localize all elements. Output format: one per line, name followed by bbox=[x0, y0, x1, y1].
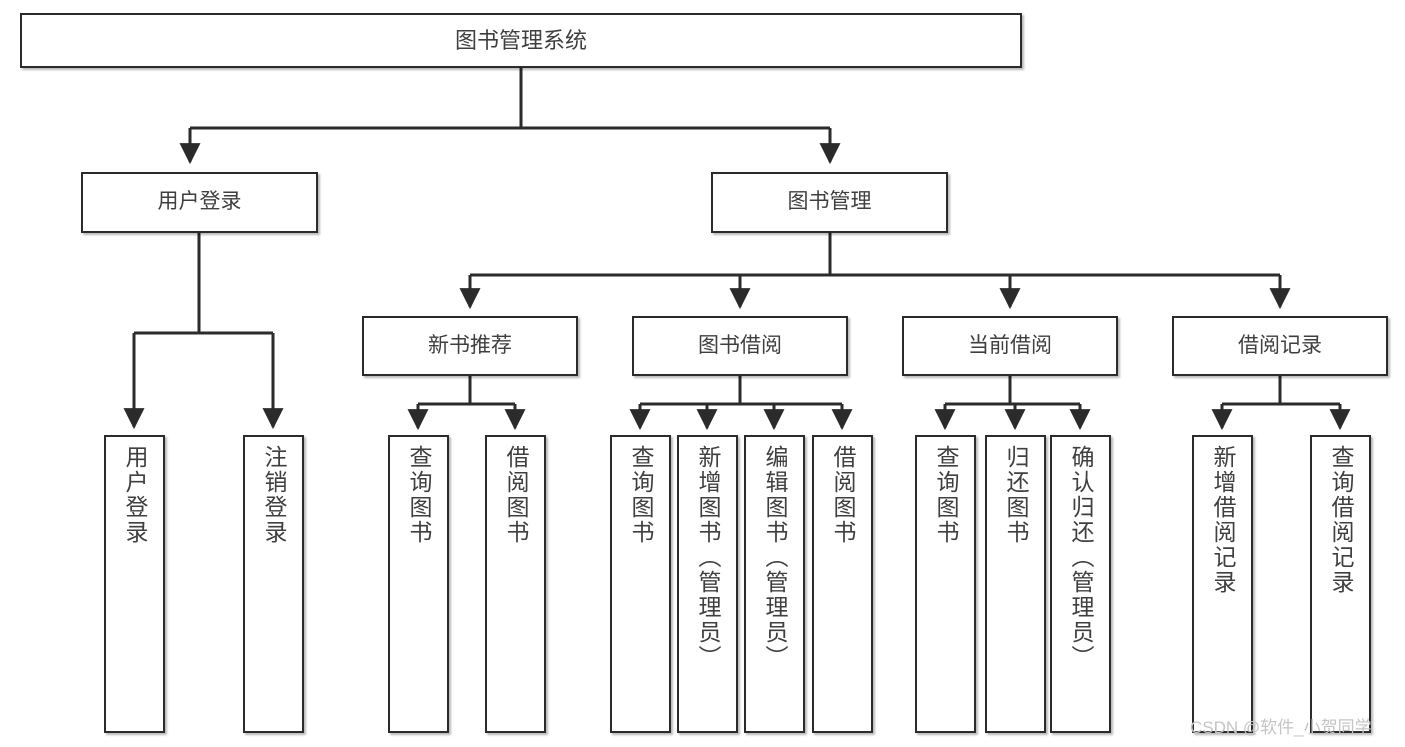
leaf-record-query-record[interactable]: 查询借阅记录 bbox=[1310, 435, 1371, 733]
leaf-current-query-book[interactable]: 查询图书 bbox=[915, 435, 976, 733]
node-label: 当前借阅 bbox=[968, 333, 1052, 357]
csdn-watermark: CSDN @软件_小贺同学 bbox=[1190, 718, 1372, 737]
node-label: 注销登录 bbox=[261, 445, 287, 545]
node-label: 查询图书 bbox=[406, 445, 432, 545]
leaf-current-return-book[interactable]: 归还图书 bbox=[985, 435, 1046, 733]
leaf-record-add-record[interactable]: 新增借阅记录 bbox=[1192, 435, 1253, 733]
node-label: 查询借阅记录 bbox=[1328, 445, 1354, 595]
node-new-book-recommend[interactable]: 新书推荐 bbox=[362, 316, 578, 376]
node-root-system[interactable]: 图书管理系统 bbox=[20, 13, 1022, 68]
node-borrow-record[interactable]: 借阅记录 bbox=[1172, 316, 1388, 376]
node-label: 用户登录 bbox=[122, 445, 148, 545]
leaf-user-login-signout[interactable]: 注销登录 bbox=[243, 435, 304, 733]
node-label: 新增图书（管理员） bbox=[695, 445, 721, 670]
node-label: 查询图书 bbox=[933, 445, 959, 545]
node-label: 图书借阅 bbox=[698, 333, 782, 357]
node-label: 新书推荐 bbox=[428, 333, 512, 357]
leaf-user-login-signin[interactable]: 用户登录 bbox=[104, 435, 165, 733]
node-label: 归还图书 bbox=[1003, 445, 1029, 545]
node-label: 图书管理 bbox=[787, 190, 872, 214]
node-label: 借阅记录 bbox=[1238, 333, 1322, 357]
leaf-current-confirm-return-admin[interactable]: 确认归还（管理员） bbox=[1050, 435, 1111, 733]
node-label: 图书管理系统 bbox=[454, 27, 587, 53]
node-book-management[interactable]: 图书管理 bbox=[711, 172, 948, 233]
node-label: 用户登录 bbox=[157, 190, 242, 214]
node-label: 新增借阅记录 bbox=[1210, 445, 1236, 595]
node-label: 确认归还（管理员） bbox=[1068, 445, 1094, 670]
node-label: 查询图书 bbox=[628, 445, 654, 545]
leaf-borrow-add-book-admin[interactable]: 新增图书（管理员） bbox=[677, 435, 738, 733]
node-book-borrow[interactable]: 图书借阅 bbox=[632, 316, 848, 376]
leaf-borrow-query-book[interactable]: 查询图书 bbox=[610, 435, 671, 733]
node-label: 编辑图书（管理员） bbox=[762, 445, 788, 670]
node-user-login[interactable]: 用户登录 bbox=[81, 172, 318, 233]
leaf-borrow-edit-book-admin[interactable]: 编辑图书（管理员） bbox=[744, 435, 805, 733]
node-label: 借阅图书 bbox=[830, 445, 856, 545]
node-current-borrow[interactable]: 当前借阅 bbox=[902, 316, 1118, 376]
leaf-borrow-borrow-book[interactable]: 借阅图书 bbox=[812, 435, 873, 733]
node-label: 借阅图书 bbox=[503, 445, 529, 545]
leaf-recommend-query-book[interactable]: 查询图书 bbox=[388, 435, 449, 733]
leaf-recommend-borrow-book[interactable]: 借阅图书 bbox=[485, 435, 546, 733]
